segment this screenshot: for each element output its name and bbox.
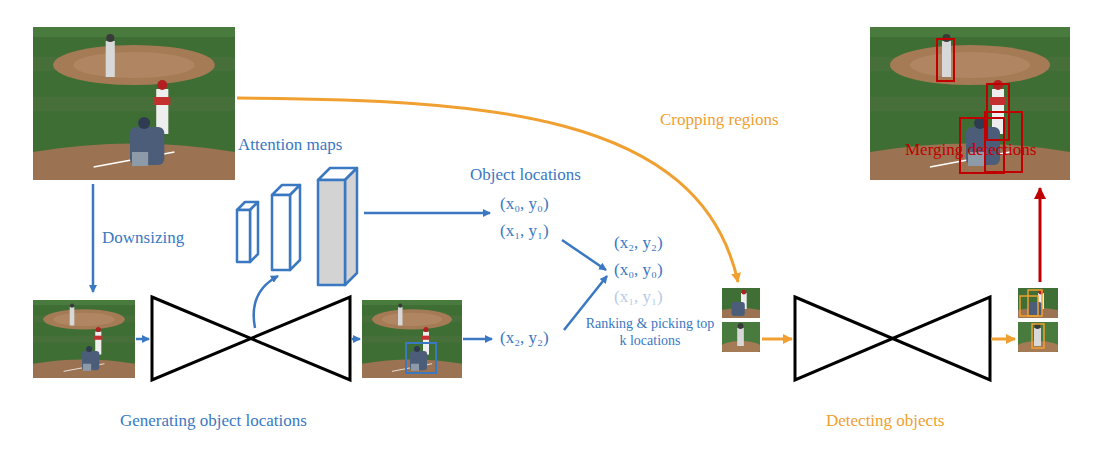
step-label: Cropping regions <box>660 110 779 130</box>
stage-label: Generating object locations <box>120 411 307 431</box>
step-label: Object locations <box>470 165 581 185</box>
step-label: Ranking & picking top k locations <box>584 316 716 350</box>
step-label: Merging detections <box>905 140 1036 160</box>
coordinate-label: (x₁, y₁) <box>500 221 549 241</box>
coordinate-label: (x₂, y₂) <box>500 328 549 348</box>
coordinate-label: (x₁, y₁) <box>614 287 663 307</box>
coordinate-label: (x₀, y₀) <box>500 194 549 214</box>
coordinate-label: (x₀, y₀) <box>614 260 663 280</box>
stage-label: Detecting objects <box>826 411 945 431</box>
coordinate-label: (x₂, y₂) <box>614 233 663 253</box>
step-label: Downsizing <box>102 228 184 248</box>
step-label: Attention maps <box>238 135 342 155</box>
